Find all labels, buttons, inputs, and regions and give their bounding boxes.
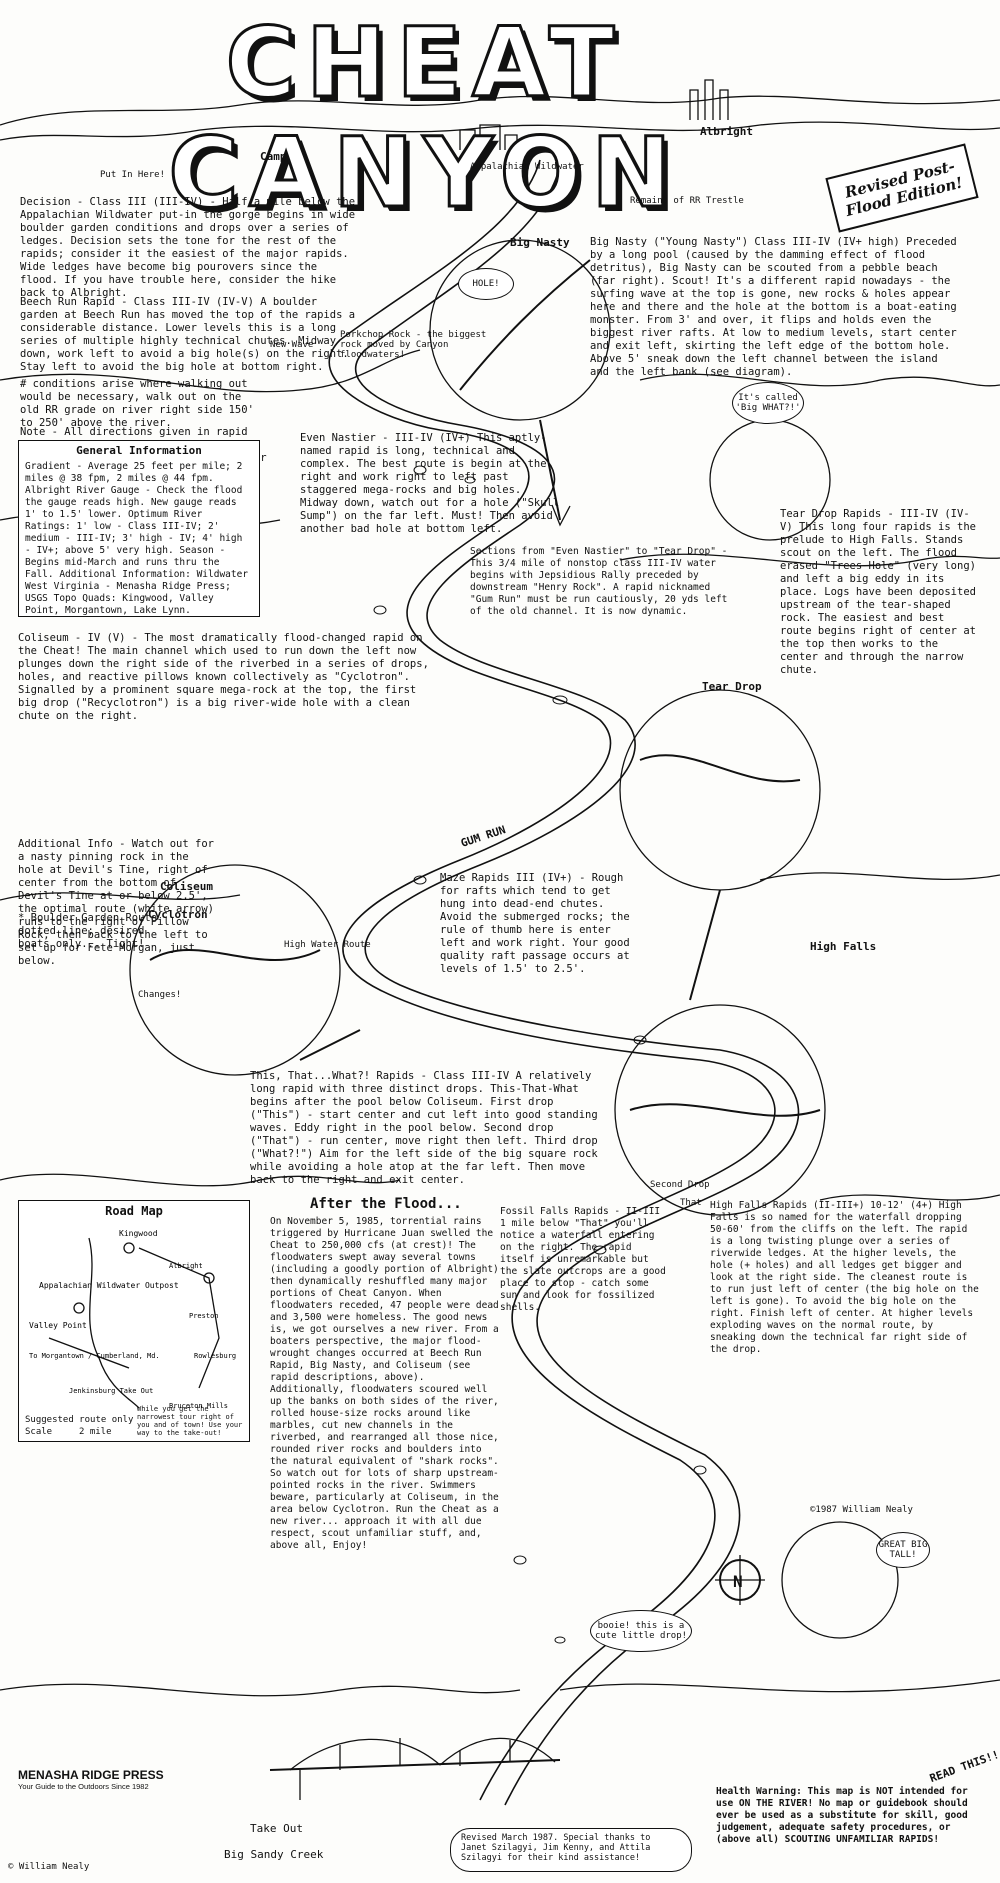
after-flood-description: On November 5, 1985, torrential rains tr… <box>270 1216 499 1551</box>
label-tear-drop-inset: Tear Drop <box>702 680 762 693</box>
publisher-tagline: Your Guide to the Outdoors Since 1982 <box>18 1782 149 1791</box>
sections-description: Sections from "Even Nastier" to "Tear Dr… <box>470 546 728 617</box>
label-big-nasty-inset: Big Nasty <box>510 236 570 249</box>
publisher-logo: MENASHA RIDGE PRESS Your Guide to the Ou… <box>18 1768 178 1804</box>
road-map-jenkinsburg: Jenkinsburg Take Out <box>69 1387 153 1395</box>
general-info-text: Gradient - Average 25 feet per mile; 2 m… <box>25 461 249 616</box>
beech-run-description: Beech Run Rapid - Class III-IV (IV-V) A … <box>20 296 356 373</box>
fossil-falls-description: Fossil Falls Rapids - II-III 1 mile belo… <box>500 1206 666 1313</box>
road-map-note: While you get the narrowest tour right o… <box>137 1405 243 1437</box>
even-nastier-description: Even Nastier - III-IV (IV+) This aptly-n… <box>300 432 560 535</box>
road-map-rowlesburg: Rowlesburg <box>194 1352 236 1360</box>
general-info-box: General Information Gradient - Average 2… <box>18 440 260 617</box>
label-take-out: Take Out <box>250 1822 303 1835</box>
place-camp: Camp <box>260 150 287 163</box>
road-map-sketch: Kingwood Appalachian Wildwater Outpost V… <box>29 1229 236 1410</box>
label-high-water-route: High Water Route <box>284 940 371 950</box>
maze-description: Maze Rapids III (IV+) - Rough for rafts … <box>440 872 630 975</box>
road-map-morgantown: To Morgantown / Cumberland, Md. <box>29 1352 160 1360</box>
publisher-name: MENASHA RIDGE PRESS <box>18 1768 164 1782</box>
general-info-title: General Information <box>76 444 202 457</box>
label-second-drop: Second Drop <box>650 1180 710 1190</box>
place-appalachian-wildwater: Appalachian Wildwater <box>470 162 584 172</box>
high-falls-description: High Falls Rapids (II-III+) 10-12' (4+) … <box>710 1200 979 1355</box>
big-nasty-description: Big Nasty ("Young Nasty") Class III-IV (… <box>590 236 957 378</box>
after-flood-title: After the Flood... <box>310 1196 462 1212</box>
label-coliseum-inset: Coliseum <box>160 880 213 893</box>
pork-chop-label: Porkchop Rock - the biggest rock moved b… <box>340 330 487 360</box>
place-albright: Albright <box>700 125 753 138</box>
new-wave-label: New Wave <box>270 340 314 350</box>
decision-description: Decision - Class III (III-IV) - Half a m… <box>20 196 356 299</box>
place-put-in: Put In Here! <box>100 170 166 180</box>
copyright: ©1987 William Nealy <box>810 1505 913 1515</box>
label-cyclotron: Cyclotron <box>148 908 208 921</box>
road-map-scale-label: Scale <box>25 1427 53 1437</box>
signature: © William Nealy <box>8 1862 90 1872</box>
coliseum-description: Coliseum - IV (V) - The most dramaticall… <box>18 632 429 722</box>
tear-drop-description: Tear Drop Rapids - III-IV (IV-V) This lo… <box>780 508 976 676</box>
label-changes: Changes! <box>138 990 182 1000</box>
place-remains-trestle: Remains of RR Trestle <box>630 196 744 206</box>
additional-info: Additional Info - Watch out for a nasty … <box>18 838 214 967</box>
road-map-preston: Preston <box>189 1312 219 1320</box>
road-map-valley-point: Valley Point <box>29 1321 87 1330</box>
road-map-scale-value: 2 mile <box>79 1427 112 1437</box>
road-map-kingwood: Kingwood <box>119 1229 158 1238</box>
poster-title: CHEAT CANYON <box>167 7 682 230</box>
label-that: That <box>680 1198 702 1208</box>
conditions-note: # conditions arise where walking out wou… <box>20 378 254 429</box>
boulder-garden-note: * Boulder Garden Route dotted line; desi… <box>18 912 158 950</box>
this-that-description: This, That...What?! Rapids - Class III-I… <box>250 1070 598 1186</box>
road-map-suggested: Suggested route only <box>25 1415 134 1425</box>
label-big-sandy: Big Sandy Creek <box>224 1848 324 1861</box>
revised-credits-text: Revised March 1987. Special thanks to Ja… <box>461 1833 651 1863</box>
revised-credits: Revised March 1987. Special thanks to Ja… <box>450 1828 692 1872</box>
speech-big-what: It's called 'Big WHAT?!' <box>732 382 804 424</box>
hole-callout: HOLE! <box>458 268 514 300</box>
speech-cute-drop: booie! this is a cute little drop! <box>590 1610 692 1652</box>
label-high-falls: High Falls <box>810 940 877 953</box>
compass-north: N <box>733 1572 743 1591</box>
speech-great-big: GREAT BIG TALL! <box>876 1532 930 1568</box>
road-map-box: Road Map Kingwood Appalachian Wildwater … <box>18 1200 250 1442</box>
health-warning: Health Warning: This map is NOT intended… <box>716 1786 968 1845</box>
road-map-title: Road Map <box>105 1204 163 1218</box>
road-map-outpost: Appalachian Wildwater Outpost <box>39 1281 179 1290</box>
road-map-bruceton: Bruceton Mills <box>169 1402 228 1410</box>
road-map-albright: Albright <box>169 1262 203 1270</box>
